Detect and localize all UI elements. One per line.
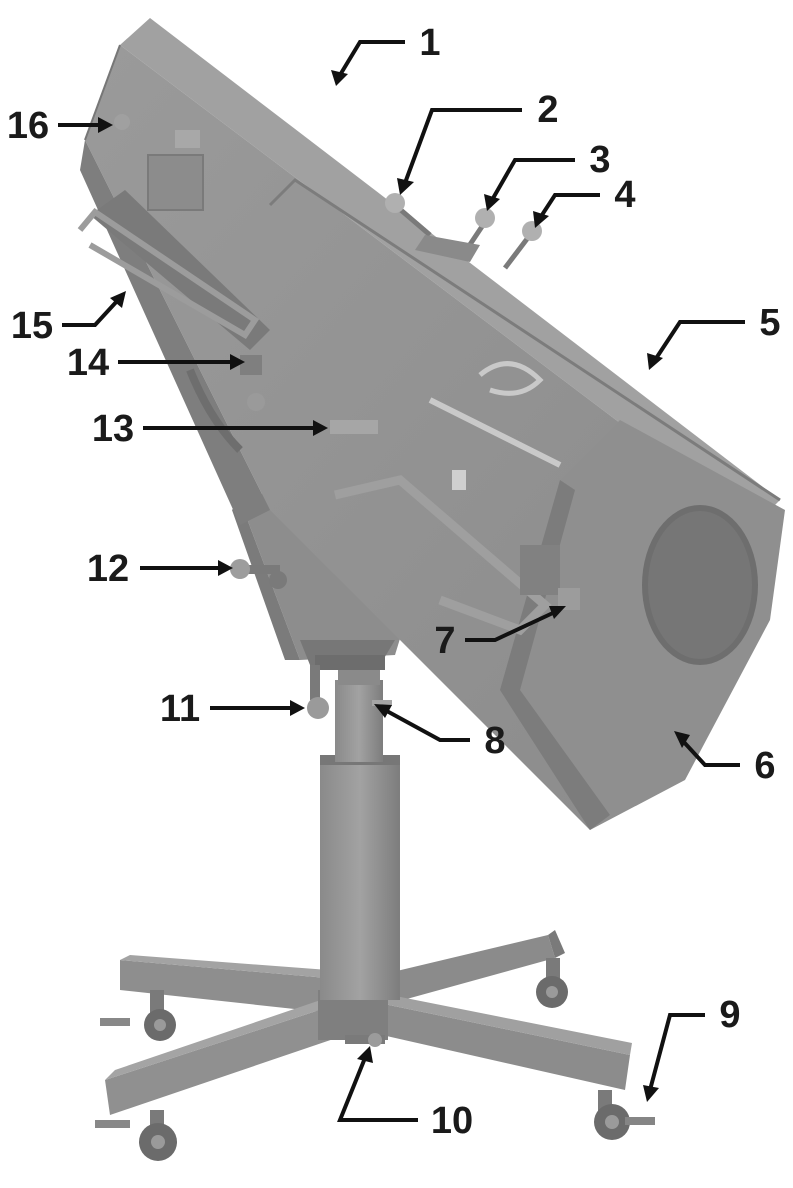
callout-8-label: 8 — [484, 720, 505, 762]
caster-wheels — [95, 958, 655, 1161]
callout-3-label: 3 — [589, 139, 610, 181]
caster-front-left — [139, 1110, 177, 1161]
callout-16-label: 16 — [7, 105, 49, 147]
callout-11: 11 — [160, 688, 305, 730]
caster-rear-left — [144, 990, 176, 1041]
yoke-lock-knob — [230, 559, 287, 589]
lamp-cable — [186, 368, 243, 453]
callout-12: 12 — [87, 548, 233, 590]
callout-9: 9 — [643, 994, 741, 1102]
caster-front-right — [594, 1090, 655, 1140]
front-adjuster — [520, 545, 580, 610]
top-control-levers — [385, 193, 542, 270]
callout-10-label: 10 — [431, 1100, 473, 1142]
callout-7-label: 7 — [434, 620, 455, 662]
callout-4: 4 — [533, 174, 636, 228]
pan-lock-knob — [307, 665, 329, 719]
callout-5-label: 5 — [759, 302, 780, 344]
callouts: 1 2 3 4 5 6 — [7, 22, 781, 1142]
callout-16: 16 — [7, 105, 113, 147]
callout-5: 5 — [647, 302, 781, 370]
callout-1: 1 — [331, 22, 441, 86]
callout-1-label: 1 — [419, 22, 440, 64]
callout-15-label: 15 — [11, 305, 53, 347]
callout-6: 6 — [674, 731, 776, 787]
callout-4-label: 4 — [614, 174, 635, 216]
callout-3: 3 — [484, 139, 611, 211]
callout-14: 14 — [67, 342, 245, 384]
caster-rear-right — [536, 958, 568, 1008]
callout-6-label: 6 — [754, 745, 775, 787]
callout-15: 15 — [11, 291, 126, 347]
callout-10: 10 — [337, 1046, 473, 1142]
side-knobs — [114, 114, 378, 434]
callout-9-label: 9 — [719, 994, 740, 1036]
callout-8: 8 — [374, 704, 506, 762]
base-lock-pedal — [345, 1033, 385, 1047]
color-changer-bracket — [77, 190, 270, 350]
callout-2: 2 — [397, 89, 559, 195]
callout-13-label: 13 — [92, 408, 134, 450]
callout-12-label: 12 — [87, 548, 129, 590]
callout-14-label: 14 — [67, 342, 109, 384]
callout-13: 13 — [92, 408, 328, 450]
stand-pole — [320, 665, 400, 1000]
handle-bar — [333, 475, 552, 636]
callout-7: 7 — [434, 606, 566, 662]
callout-11-label: 11 — [160, 688, 200, 730]
callout-2-label: 2 — [537, 89, 558, 131]
